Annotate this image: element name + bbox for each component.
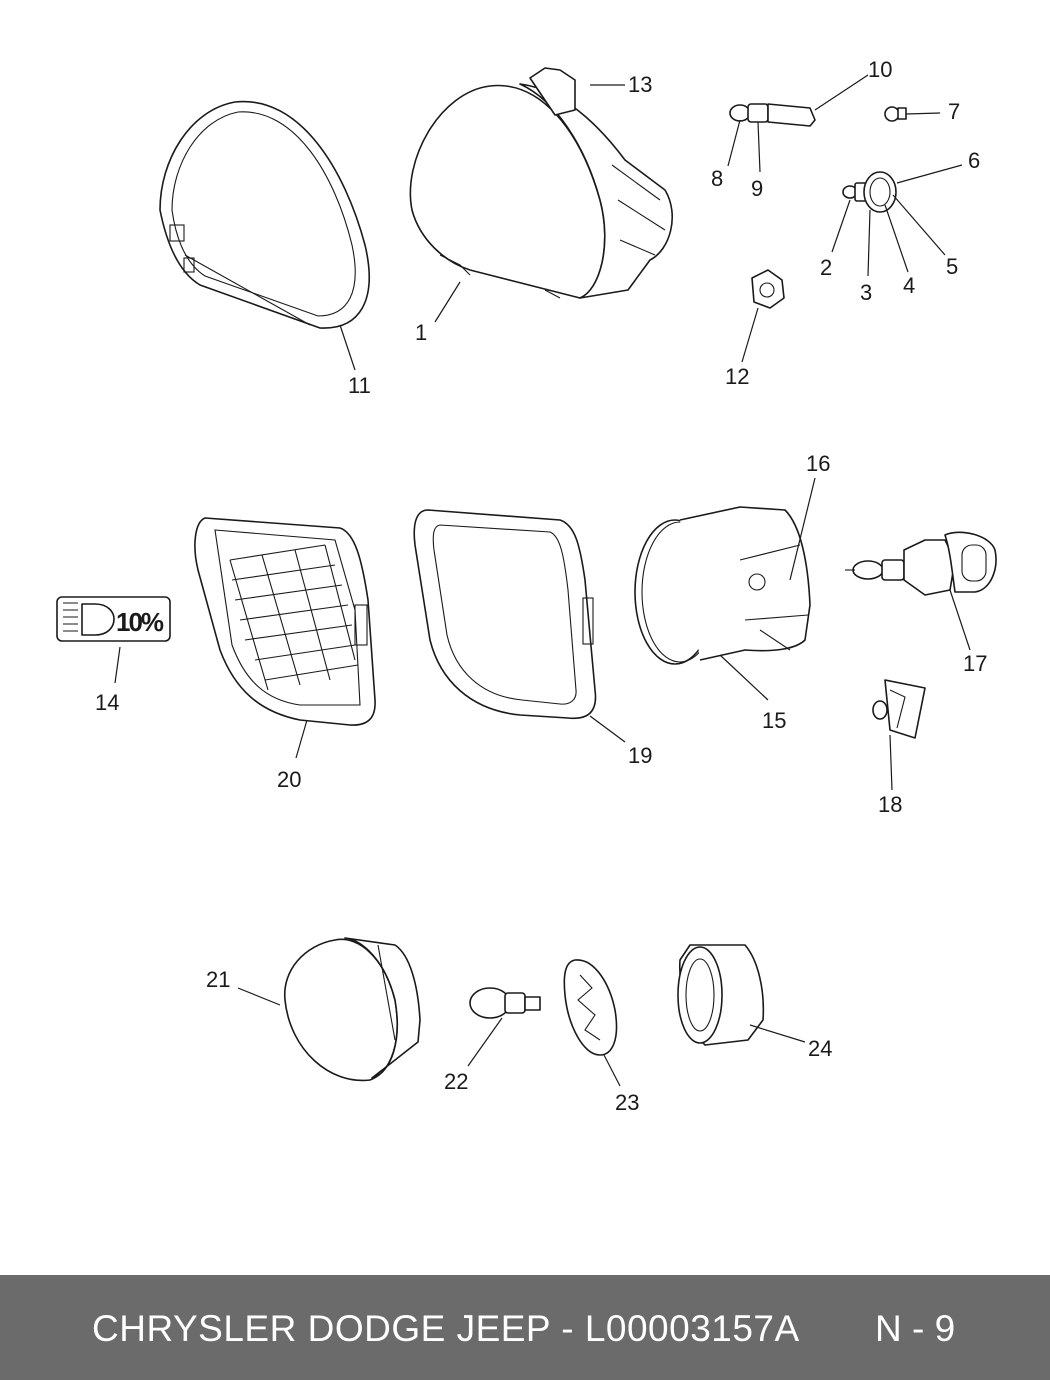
callout-11: 11	[348, 373, 371, 398]
part-gasket-23	[563, 959, 618, 1056]
part-headlamp-assembly	[409, 67, 673, 299]
callout-6: 6	[968, 148, 980, 173]
part-bulb-base-6	[842, 171, 897, 213]
part-marker-housing	[677, 944, 765, 1046]
callout-12: 12	[725, 364, 749, 389]
callout-22: 22	[444, 1069, 468, 1094]
callout-4: 4	[903, 273, 915, 298]
callout-21: 21	[206, 967, 230, 992]
level-symbol-text: 10%	[116, 607, 164, 637]
callout-3: 3	[860, 280, 872, 305]
part-fog-lamp	[634, 506, 811, 665]
callout-labels: 1 2 3 4 5 6 7 8 9 10 11 12 13 14 15 16 1…	[95, 57, 987, 1115]
part-fog-bezel	[413, 509, 597, 720]
callout-19: 19	[628, 743, 652, 768]
part-marker-lens	[284, 937, 421, 1082]
part-small-bulb-7	[884, 106, 907, 122]
part-wedge-bulb-22	[469, 987, 541, 1019]
part-fog-grille	[194, 517, 376, 726]
headlamp-level-symbol: 10%	[56, 596, 171, 642]
part-nut-12	[751, 269, 785, 309]
callout-9: 9	[751, 176, 763, 201]
callout-5: 5	[946, 254, 958, 279]
parts-diagram: 10%	[56, 57, 997, 1115]
footer-title: CHRYSLER DODGE JEEP - L00003157A	[92, 1308, 800, 1349]
callout-23: 23	[615, 1090, 639, 1115]
callout-20: 20	[277, 767, 301, 792]
footer-bar: CHRYSLER DODGE JEEP - L00003157A N - 9	[0, 1275, 1050, 1380]
callout-15: 15	[762, 708, 786, 733]
callout-24: 24	[808, 1036, 832, 1061]
part-headlamp-bezel	[159, 100, 370, 329]
callout-14: 14	[95, 690, 119, 715]
part-fog-bulb-17	[845, 531, 997, 596]
callout-7: 7	[948, 99, 960, 124]
callout-18: 18	[878, 792, 902, 817]
footer-page-number: N - 9	[875, 1308, 956, 1349]
callout-10: 10	[868, 57, 892, 82]
callout-2: 2	[820, 255, 832, 280]
part-bulb-socket-10	[729, 103, 816, 127]
callout-17: 17	[963, 651, 987, 676]
leader-lines	[114, 74, 971, 1087]
callout-13: 13	[628, 72, 652, 97]
callout-8: 8	[711, 166, 723, 191]
callout-16: 16	[806, 451, 830, 476]
part-clip-18	[872, 679, 926, 739]
callout-1: 1	[415, 320, 427, 345]
